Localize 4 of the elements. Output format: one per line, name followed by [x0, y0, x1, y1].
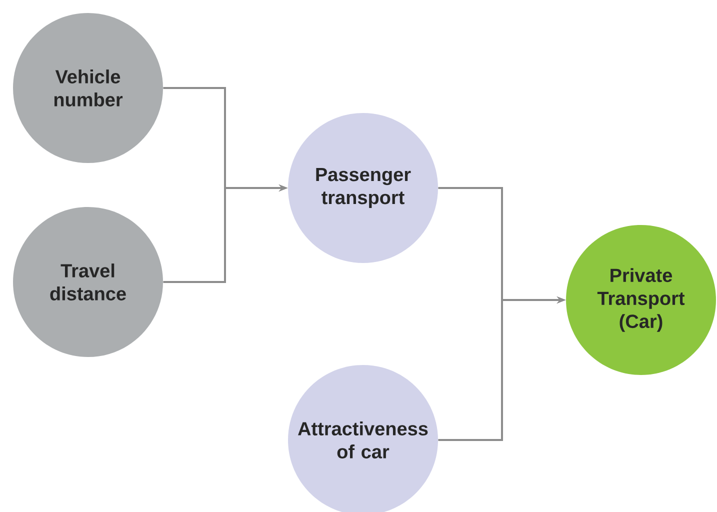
circle-node: Passenger transport [288, 113, 438, 263]
circle-node: Private Transport (Car) [566, 225, 716, 375]
circle-node: Vehicle number [13, 13, 163, 163]
circle-node: Travel distance [13, 207, 163, 357]
